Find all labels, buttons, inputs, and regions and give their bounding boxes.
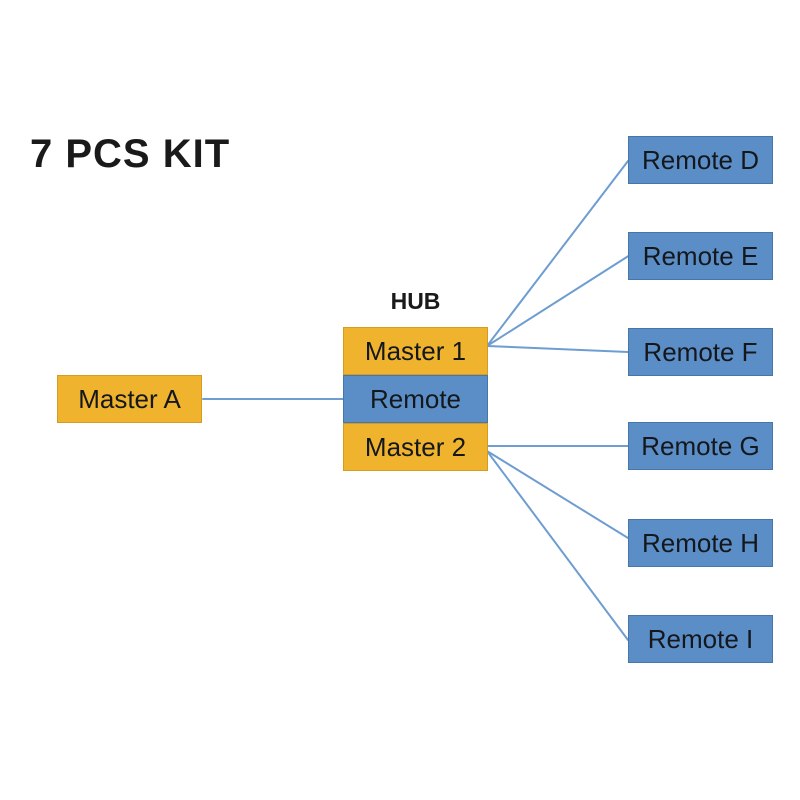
node-remote-f: Remote F bbox=[628, 328, 773, 376]
hub-segment-remote: Remote bbox=[343, 375, 488, 423]
page-title: 7 PCS KIT bbox=[30, 132, 231, 176]
node-remote-h: Remote H bbox=[628, 519, 773, 567]
hub-segment-master-2: Master 2 bbox=[343, 423, 488, 471]
node-master-a: Master A bbox=[57, 375, 202, 423]
node-remote-d: Remote D bbox=[628, 136, 773, 184]
edge-master2-remote-h bbox=[486, 450, 629, 539]
edge-master1-remote-f bbox=[486, 345, 629, 353]
edge-master1-remote-d bbox=[486, 160, 629, 347]
node-remote-g: Remote G bbox=[628, 422, 773, 470]
node-remote-e: Remote E bbox=[628, 232, 773, 280]
hub-label: HUB bbox=[390, 288, 441, 314]
edge-master1-remote-e bbox=[486, 254, 631, 347]
edge-master2-remote-i bbox=[486, 450, 629, 641]
hub-segment-master-1: Master 1 bbox=[343, 327, 488, 375]
node-remote-i: Remote I bbox=[628, 615, 773, 663]
